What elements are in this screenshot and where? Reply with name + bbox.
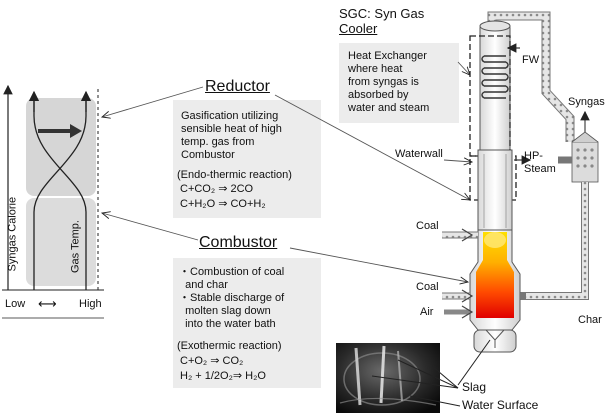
combustor-desc-4: molten slag down bbox=[179, 305, 271, 317]
x-axis-low-label: Low bbox=[5, 298, 26, 310]
reductor-title: Reductor bbox=[205, 78, 270, 95]
combustor-reaction-type: (Exothermic reaction) bbox=[177, 340, 282, 352]
coal-lower-label: Coal bbox=[416, 281, 439, 293]
reductor-reaction-type: (Endo-thermic reaction) bbox=[177, 169, 292, 181]
fw-label: FW bbox=[522, 54, 540, 66]
combustor-reaction-2: H₂ + 1/2O₂⇒ H₂O bbox=[180, 370, 266, 382]
reductor-desc-4: Combustor bbox=[181, 149, 235, 161]
hp-steam-label-2: Steam bbox=[524, 163, 556, 175]
slag-label: Slag bbox=[462, 380, 487, 394]
sgc-title-line1: SGC: Syn Gas bbox=[339, 6, 425, 21]
combustor-desc-3: ・Stable discharge of bbox=[179, 292, 285, 304]
gasifier-vessel bbox=[442, 20, 532, 353]
reductor-reaction-1: C+CO₂ ⇒ 2CO bbox=[180, 183, 254, 195]
reductor-desc-1: Gasification utilizing bbox=[181, 110, 279, 122]
hp-steam-label-1: HP- bbox=[524, 150, 543, 162]
combustion-flame bbox=[476, 232, 514, 318]
combustor-desc-5: into the water bath bbox=[179, 318, 276, 330]
combustor-title: Combustor bbox=[199, 234, 278, 251]
combustor-box bbox=[173, 258, 321, 388]
sgc-box bbox=[339, 43, 459, 123]
x-axis-arrow-icon: ⟷ bbox=[38, 296, 57, 311]
syngas-pipe bbox=[487, 11, 599, 300]
hx-desc-5: water and steam bbox=[348, 102, 430, 114]
calorie-increase-arrow-icon bbox=[70, 124, 82, 138]
left-chart-upper-shade bbox=[26, 98, 96, 196]
air-label: Air bbox=[420, 306, 434, 318]
coal-upper-label: Coal bbox=[416, 220, 439, 232]
hx-desc-2: where heat bbox=[348, 63, 403, 75]
hx-desc-3: from syngas is bbox=[348, 76, 419, 88]
syngas-label: Syngas bbox=[568, 96, 605, 108]
water-surface-label: Water Surface bbox=[462, 398, 539, 412]
syngas-filter bbox=[571, 141, 599, 183]
sgc-title-line2: Cooler bbox=[339, 21, 378, 36]
combustor-desc-2: and char bbox=[179, 279, 228, 291]
gas-temp-curve bbox=[33, 96, 87, 290]
char-label: Char bbox=[578, 314, 602, 326]
gas-temp-label: Gas Temp. bbox=[69, 220, 82, 273]
hx-desc-1: Heat Exchanger bbox=[348, 50, 427, 62]
combustor-reaction-1: C+O₂ ⇒ CO₂ bbox=[180, 355, 244, 367]
reductor-box bbox=[173, 100, 321, 218]
syngas-calorie-label: Syngas Calorie bbox=[6, 196, 19, 272]
reductor-desc-2: sensible heat of high bbox=[181, 123, 282, 135]
hx-desc-4: absorbed by bbox=[348, 89, 409, 101]
calorie-temperature-chart bbox=[2, 84, 104, 319]
reductor-desc-3: temp. gas from bbox=[181, 136, 255, 148]
combustor-desc-1: ・Combustion of coal bbox=[179, 266, 285, 278]
x-axis-high-label: High bbox=[79, 298, 102, 310]
waterwall-label: Waterwall bbox=[395, 148, 443, 160]
reductor-reaction-2: C+H₂O ⇒ CO+H₂ bbox=[180, 198, 266, 210]
left-chart-lower-shade bbox=[26, 198, 96, 286]
